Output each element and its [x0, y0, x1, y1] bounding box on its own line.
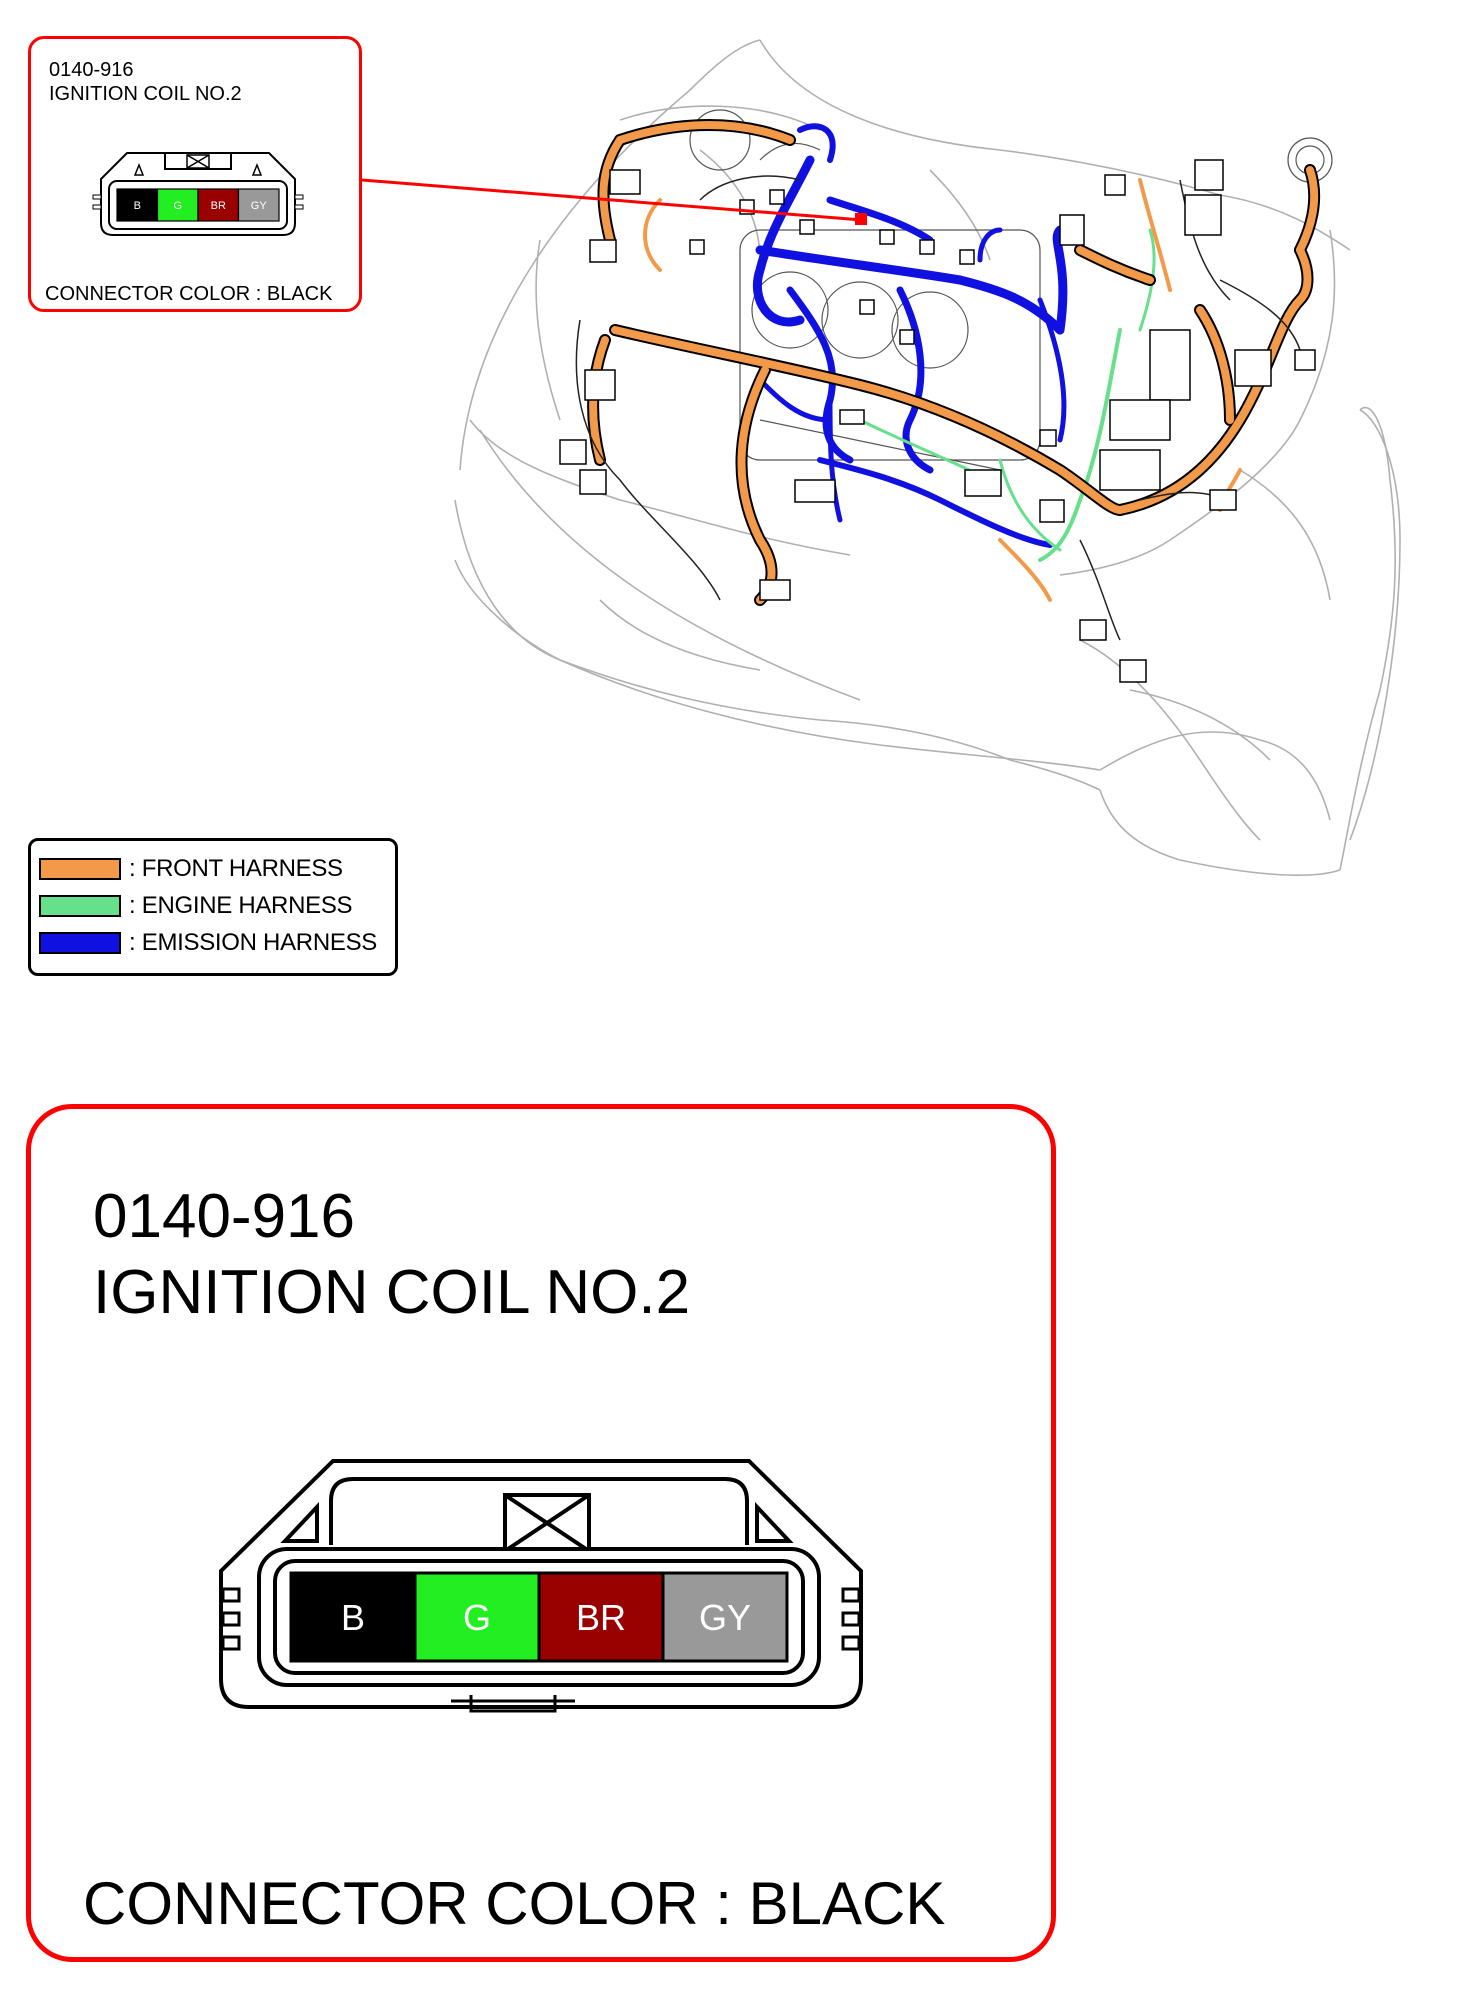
detail-pin-label-gy: GY — [699, 1597, 751, 1638]
detail-connector-code: 0140-916 — [93, 1182, 356, 1251]
legend-swatch-emission — [39, 932, 121, 954]
inset-connector-diagram: B G BR GY — [92, 152, 304, 236]
legend-label-front: : FRONT HARNESS — [129, 855, 343, 882]
inset-pin-label-gy: GY — [251, 200, 268, 212]
detail-pin-label-g: G — [463, 1597, 491, 1638]
legend-label-engine: : ENGINE HARNESS — [129, 892, 353, 919]
detail-pin-gy — [661, 1571, 789, 1663]
car-body-outline — [454, 39, 1401, 876]
legend-item-front-harness: : FRONT HARNESS — [39, 855, 343, 883]
inset-connector-color: CONNECTOR COLOR : BLACK — [45, 283, 333, 305]
inset-pin-label-b: B — [134, 200, 141, 212]
inset-pin-br — [197, 188, 240, 222]
legend-item-engine-harness: : ENGINE HARNESS — [39, 892, 353, 920]
connector-detail-panel: 0140-916 IGNITION COIL NO.2 B G BR GY CONNE… — [26, 1104, 1056, 1962]
detail-connector-diagram: B G BR GY — [219, 1459, 863, 1713]
detail-pin-br — [537, 1571, 665, 1663]
legend-swatch-front — [39, 858, 121, 880]
detail-connector-color: CONNECTOR COLOR : BLACK — [83, 1870, 946, 1937]
inset-pin-b — [116, 188, 159, 222]
inset-callout: 0140-916 IGNITION COIL NO.2 B G BR GY CONNE… — [28, 36, 362, 312]
harness-connectors — [559, 159, 1316, 683]
detail-pin-b — [289, 1571, 417, 1663]
detail-connector-name: IGNITION COIL NO.2 — [93, 1258, 691, 1327]
legend-label-emission: : EMISSION HARNESS — [129, 929, 377, 956]
inset-connector-name: IGNITION COIL NO.2 — [49, 83, 242, 105]
leader-line — [361, 178, 863, 222]
inset-pin-gy — [237, 188, 280, 222]
inset-pin-label-g: G — [173, 200, 182, 212]
inset-connector-code: 0140-916 — [49, 59, 134, 81]
inset-pin-label-br: BR — [211, 200, 226, 212]
emission-harness-wires — [752, 123, 1068, 548]
legend-swatch-engine — [39, 895, 121, 917]
detail-pin-label-br: BR — [576, 1597, 626, 1638]
legend-item-emission-harness: : EMISSION HARNESS — [39, 929, 377, 957]
detail-pin-label-b: B — [341, 1597, 365, 1638]
leader-line-target-marker — [855, 213, 867, 225]
harness-legend: : FRONT HARNESS : ENGINE HARNESS : EMISS… — [28, 838, 398, 976]
